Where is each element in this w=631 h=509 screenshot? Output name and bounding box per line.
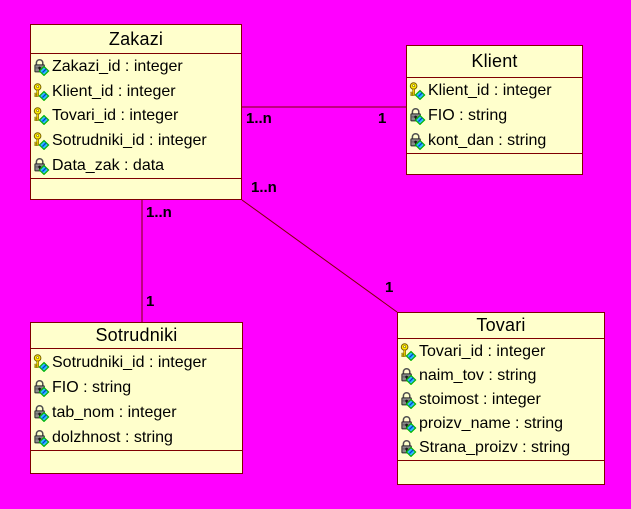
entity-title: Zakazi — [31, 25, 241, 54]
attribute-text: naim_tov : string — [419, 367, 537, 384]
attribute-row: Sotrudniki_id : integer — [33, 350, 242, 375]
attribute-row: Strana_proizv : string — [400, 436, 604, 460]
attribute-row: Tovari_id : integer — [33, 104, 241, 129]
lock-icon — [400, 391, 417, 409]
key-icon — [400, 343, 417, 361]
attribute-text: Tovari_id : integer — [52, 107, 179, 125]
attribute-row: FIO : string — [409, 104, 582, 129]
attribute-text: dolzhnost : string — [52, 428, 173, 446]
attribute-row: Klient_id : integer — [33, 80, 241, 105]
lock-icon — [33, 379, 50, 397]
key-icon — [33, 107, 50, 125]
lock-icon — [33, 157, 50, 175]
lock-icon — [400, 415, 417, 433]
attribute-compartment: Tovari_id : integer naim_tov : string st… — [398, 339, 604, 460]
multiplicity-label: 1 — [146, 293, 155, 310]
attribute-row: Klient_id : integer — [409, 79, 582, 104]
key-icon — [409, 82, 426, 100]
attribute-row: dolzhnost : string — [33, 425, 242, 450]
operations-compartment — [31, 450, 242, 473]
attribute-text: Sotrudniki_id : integer — [52, 132, 207, 150]
key-icon — [33, 132, 50, 150]
attribute-row: kont_dan : string — [409, 128, 582, 153]
attribute-row: naim_tov : string — [400, 364, 604, 388]
entity-sotrudniki[interactable]: Sotrudniki Sotrudniki_id : integer FIO :… — [30, 322, 243, 474]
multiplicity-label: 1..n — [251, 179, 277, 196]
attribute-compartment: Zakazi_id : integer Klient_id : integer … — [31, 54, 241, 178]
attribute-text: Data_zak : data — [52, 156, 165, 174]
attribute-text: Klient_id : integer — [52, 82, 176, 100]
attribute-text: stoimost : integer — [419, 391, 541, 408]
multiplicity-label: 1 — [385, 279, 394, 296]
attribute-text: Klient_id : integer — [428, 82, 552, 100]
lock-icon — [409, 132, 426, 150]
attribute-row: stoimost : integer — [400, 388, 604, 412]
lock-icon — [400, 439, 417, 457]
attribute-row: tab_nom : integer — [33, 400, 242, 425]
multiplicity-label: 1 — [378, 110, 387, 127]
entity-title: Tovari — [398, 313, 604, 339]
attribute-row: FIO : string — [33, 375, 242, 400]
attribute-text: kont_dan : string — [428, 131, 547, 149]
attribute-text: proizv_name : string — [419, 415, 564, 432]
lock-icon — [33, 429, 50, 447]
attribute-text: Zakazi_id : integer — [52, 58, 183, 76]
key-icon — [33, 83, 50, 101]
key-icon — [33, 354, 50, 372]
attribute-row: Sotrudniki_id : integer — [33, 129, 241, 154]
attribute-text: Sotrudniki_id : integer — [52, 353, 207, 371]
attribute-text: Strana_proizv : string — [419, 439, 571, 456]
attribute-text: FIO : string — [428, 107, 508, 124]
attribute-row: Data_zak : data — [33, 153, 241, 178]
lock-icon — [33, 404, 50, 422]
attribute-compartment: Sotrudniki_id : integer FIO : string tab… — [31, 349, 242, 450]
attribute-text: tab_nom : integer — [52, 403, 177, 421]
lock-icon — [409, 107, 426, 125]
entity-klient[interactable]: Klient Klient_id : integer FIO : string … — [406, 45, 583, 175]
entity-title: Sotrudniki — [31, 323, 242, 349]
entity-title: Klient — [407, 46, 582, 78]
lock-icon — [33, 58, 50, 76]
attribute-row: Tovari_id : integer — [400, 340, 604, 364]
attribute-compartment: Klient_id : integer FIO : string kont_da… — [407, 78, 582, 153]
attribute-row: proizv_name : string — [400, 412, 604, 436]
operations-compartment — [407, 153, 582, 174]
operations-compartment — [398, 460, 604, 484]
attribute-text: FIO : string — [52, 378, 132, 396]
attribute-text: Tovari_id : integer — [419, 343, 546, 360]
lock-icon — [400, 367, 417, 385]
entity-tovari[interactable]: Tovari Tovari_id : integer naim_tov : st… — [397, 312, 605, 485]
attribute-row: Zakazi_id : integer — [33, 55, 241, 80]
operations-compartment — [31, 178, 241, 199]
multiplicity-label: 1..n — [146, 204, 172, 221]
relationship-line-zakazi-tovari[interactable] — [241, 199, 398, 313]
multiplicity-label: 1..n — [246, 110, 272, 127]
entity-zakazi[interactable]: Zakazi Zakazi_id : integer Klient_id : i… — [30, 24, 242, 200]
